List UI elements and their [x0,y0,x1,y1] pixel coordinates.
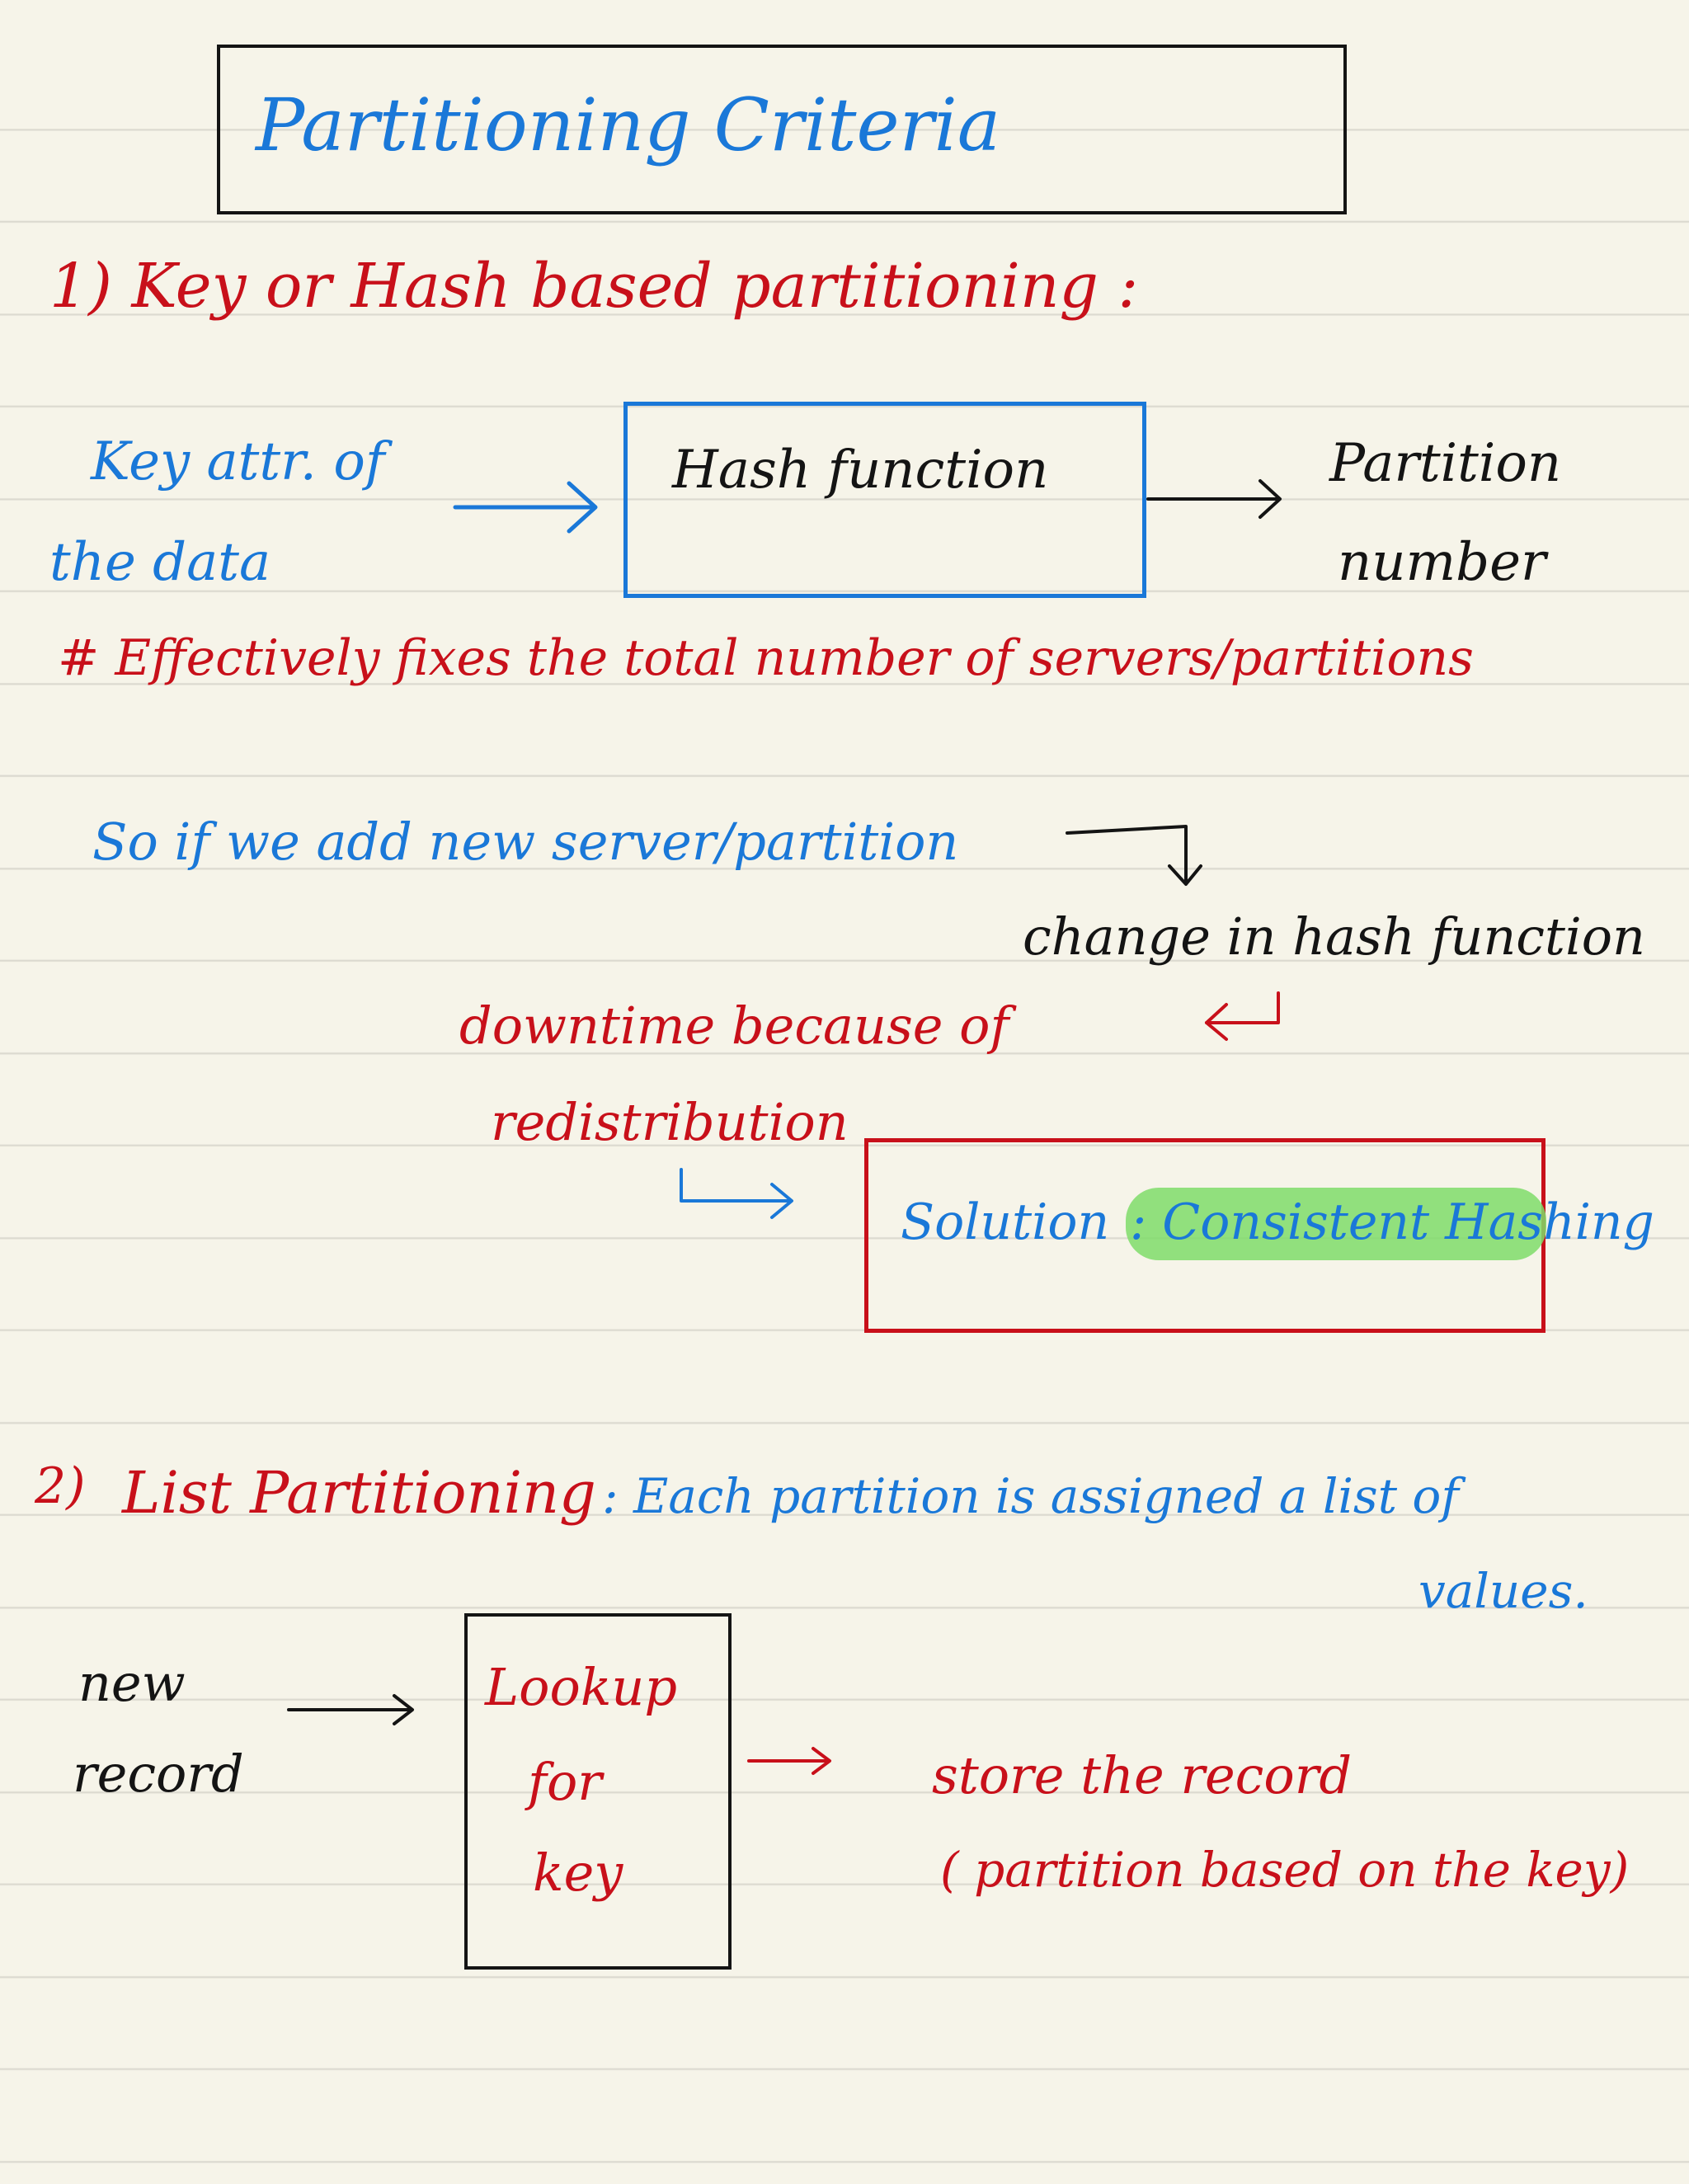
arrow-down-to-change-icon [1066,825,1202,886]
page-title: Partitioning Criteria [256,82,1001,167]
hash-function-label: Hash function [672,440,1049,501]
arrow-to-store-icon [747,1747,831,1775]
downtime-line1: downtime because of [459,996,1009,1056]
solution-label: Solution [901,1193,1110,1251]
arrow-to-lookup-icon [287,1694,414,1725]
partition-number-line2: number [1338,532,1546,593]
key-attr-label-line2: the data [49,532,271,593]
lookup-line3: key [533,1843,623,1903]
section1-heading: 1) Key or Hash based partitioning : [49,251,1139,322]
consistent-hashing-text: : Consistent Hashing [1130,1193,1654,1251]
new-record-line2: record [73,1744,244,1804]
add-server-line: So if we add new server/partition [92,812,959,872]
title-box [217,45,1347,214]
arrow-to-solution-icon [680,1168,793,1219]
fixes-partitions-note: # Effectively fixes the total number of … [58,629,1474,687]
partition-number-line1: Partition [1329,433,1562,494]
arrow-to-partition-icon [1146,479,1282,519]
consistent-hashing-highlight [1126,1188,1546,1260]
arrow-to-hash-icon [453,481,598,534]
section2-description-line1: : Each partition is assigned a list of [602,1468,1459,1524]
lookup-box [464,1613,732,1970]
arrow-back-to-downtime-icon [1205,991,1280,1041]
change-hash-line: change in hash function [1023,906,1645,967]
section2-number: 2) [35,1457,86,1515]
section2-description-line2: values. [1418,1563,1588,1619]
key-attr-label-line1: Key attr. of [91,431,385,492]
store-record-line2: ( partition based on the key) [940,1842,1630,1898]
downtime-line2: redistribution [491,1092,849,1152]
store-record-line1: store the record [932,1745,1353,1805]
new-record-line1: new [78,1653,186,1713]
hash-function-box [623,402,1146,598]
lookup-line1: Lookup [485,1657,678,1717]
lookup-line2: for [528,1752,602,1812]
section2-heading: List Partitioning [122,1459,596,1527]
